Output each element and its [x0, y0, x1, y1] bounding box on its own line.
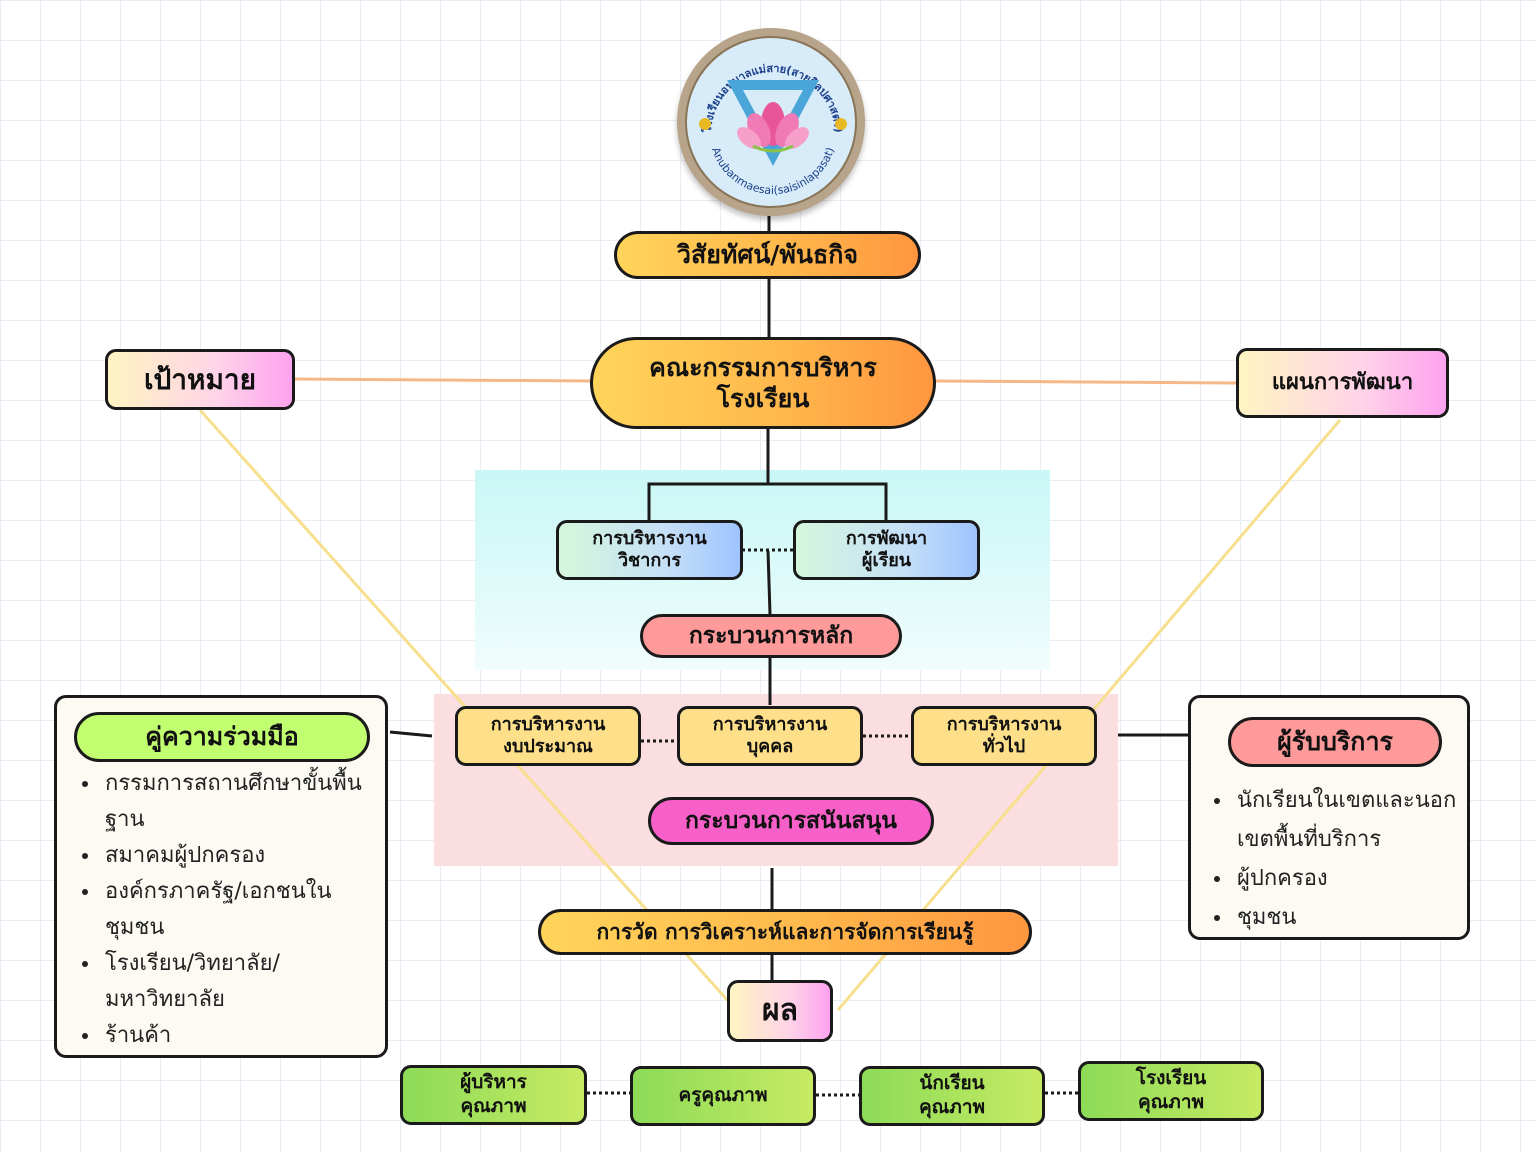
school-logo: โรงเรียนอนุบาลแม่สาย(สายศิลปศาสตร์) Anub…: [677, 28, 865, 216]
quality-teacher-label: ครูคุณภาพ: [678, 1084, 768, 1107]
quality-school-line2: คุณภาพ: [1137, 1091, 1205, 1113]
quality-student-line1: นักเรียน: [919, 1072, 985, 1095]
budget-admin-line1: การบริหารงาน: [490, 713, 606, 735]
committee-label-line2: โรงเรียน: [716, 384, 810, 413]
general-admin-node: การบริหารงาน ทั่วไป: [911, 706, 1097, 766]
quality-student-node: นักเรียน คุณภาพ: [859, 1066, 1045, 1126]
clients-title-node: ผู้รับบริการ: [1228, 717, 1442, 767]
academic-admin-node: การบริหารงาน วิชาการ: [556, 520, 743, 580]
clients-title: ผู้รับบริการ: [1277, 727, 1393, 757]
result-node: ผล: [727, 980, 833, 1042]
measurement-label: การวัด การวิเคราะห์และการจัดการเรียนรู้: [596, 919, 974, 944]
development-plan-node: แผนการพัฒนา: [1236, 348, 1449, 418]
clients-list: นักเรียนในเขตและนอกเขตพื้นที่บริการ ผู้ป…: [1207, 781, 1465, 937]
academic-admin-line2: วิชาการ: [617, 550, 682, 571]
result-label: ผล: [762, 993, 798, 1029]
core-process-node: กระบวนการหลัก: [640, 614, 902, 658]
student-development-line2: ผู้เรียน: [861, 550, 912, 571]
quality-admin-line2: คุณภาพ: [460, 1095, 527, 1117]
personnel-admin-line1: การบริหารงาน: [712, 713, 828, 735]
school-logo-inner: โรงเรียนอนุบาลแม่สาย(สายศิลปศาสตร์) Anub…: [685, 36, 857, 208]
general-admin-line2: ทั่วไป: [982, 736, 1026, 757]
clients-item: ชุมชน: [1233, 898, 1465, 937]
quality-teacher-node: ครูคุณภาพ: [630, 1066, 816, 1126]
quality-admin-node: ผู้บริหาร คุณภาพ: [400, 1065, 587, 1125]
general-admin-line1: การบริหารงาน: [946, 713, 1062, 735]
quality-student-line2: คุณภาพ: [918, 1096, 986, 1118]
vision-mission-label: วิสัยทัศน์/พันธกิจ: [676, 240, 859, 270]
vision-mission-node: วิสัยทัศน์/พันธกิจ: [614, 231, 921, 279]
partners-list: กรรมการสถานศึกษาขั้นพื้นฐาน สมาคมผู้ปกคร…: [75, 766, 385, 1054]
budget-admin-node: การบริหารงาน งบประมาณ: [455, 706, 641, 766]
committee-node: คณะกรรมการบริหาร โรงเรียน: [590, 337, 936, 429]
personnel-admin-node: การบริหารงาน บุคคล: [677, 706, 863, 766]
student-development-node: การพัฒนา ผู้เรียน: [793, 520, 980, 580]
academic-admin-line1: การบริหารงาน: [592, 527, 707, 549]
lotus-icon: [737, 102, 809, 153]
quality-school-line1: โรงเรียน: [1135, 1067, 1207, 1090]
partners-item: ร้านค้า: [101, 1018, 385, 1054]
partners-item: กรรมการสถานศึกษาขั้นพื้นฐาน: [101, 766, 385, 838]
clients-card: ผู้รับบริการ นักเรียนในเขตและนอกเขตพื้นท…: [1188, 695, 1470, 940]
quality-school-node: โรงเรียน คุณภาพ: [1078, 1061, 1264, 1121]
goal-node: เป้าหมาย: [105, 349, 295, 410]
development-plan-label: แผนการพัฒนา: [1271, 370, 1414, 396]
student-development-line1: การพัฒนา: [845, 527, 928, 549]
partners-card: คู่ความร่วมมือ กรรมการสถานศึกษาขั้นพื้นฐ…: [54, 695, 388, 1058]
partners-item: สมาคมผู้ปกครอง: [101, 838, 385, 874]
goal-label: เป้าหมาย: [143, 363, 257, 396]
support-process-label: กระบวนการสนันสนุน: [684, 807, 898, 834]
partners-item: โรงเรียน/วิทยาลัย/มหาวิทยาลัย: [101, 946, 385, 1018]
committee-label-line1: คณะกรรมการบริหาร: [649, 352, 877, 382]
support-process-node: กระบวนการสนันสนุน: [648, 797, 934, 845]
clients-item: นักเรียนในเขตและนอกเขตพื้นที่บริการ: [1233, 781, 1465, 859]
quality-admin-line1: ผู้บริหาร: [460, 1071, 527, 1094]
clients-item: ผู้ปกครอง: [1233, 859, 1465, 898]
personnel-admin-line2: บุคคล: [746, 736, 794, 757]
partners-title-node: คู่ความร่วมมือ: [74, 712, 370, 762]
partners-item: องค์กรภาครัฐ/เอกชนในชุมชน: [101, 874, 385, 946]
budget-admin-line2: งบประมาณ: [503, 736, 593, 757]
partners-title: คู่ความร่วมมือ: [145, 722, 299, 752]
core-process-label: กระบวนการหลัก: [688, 622, 854, 649]
measurement-node: การวัด การวิเคราะห์และการจัดการเรียนรู้: [538, 909, 1032, 955]
